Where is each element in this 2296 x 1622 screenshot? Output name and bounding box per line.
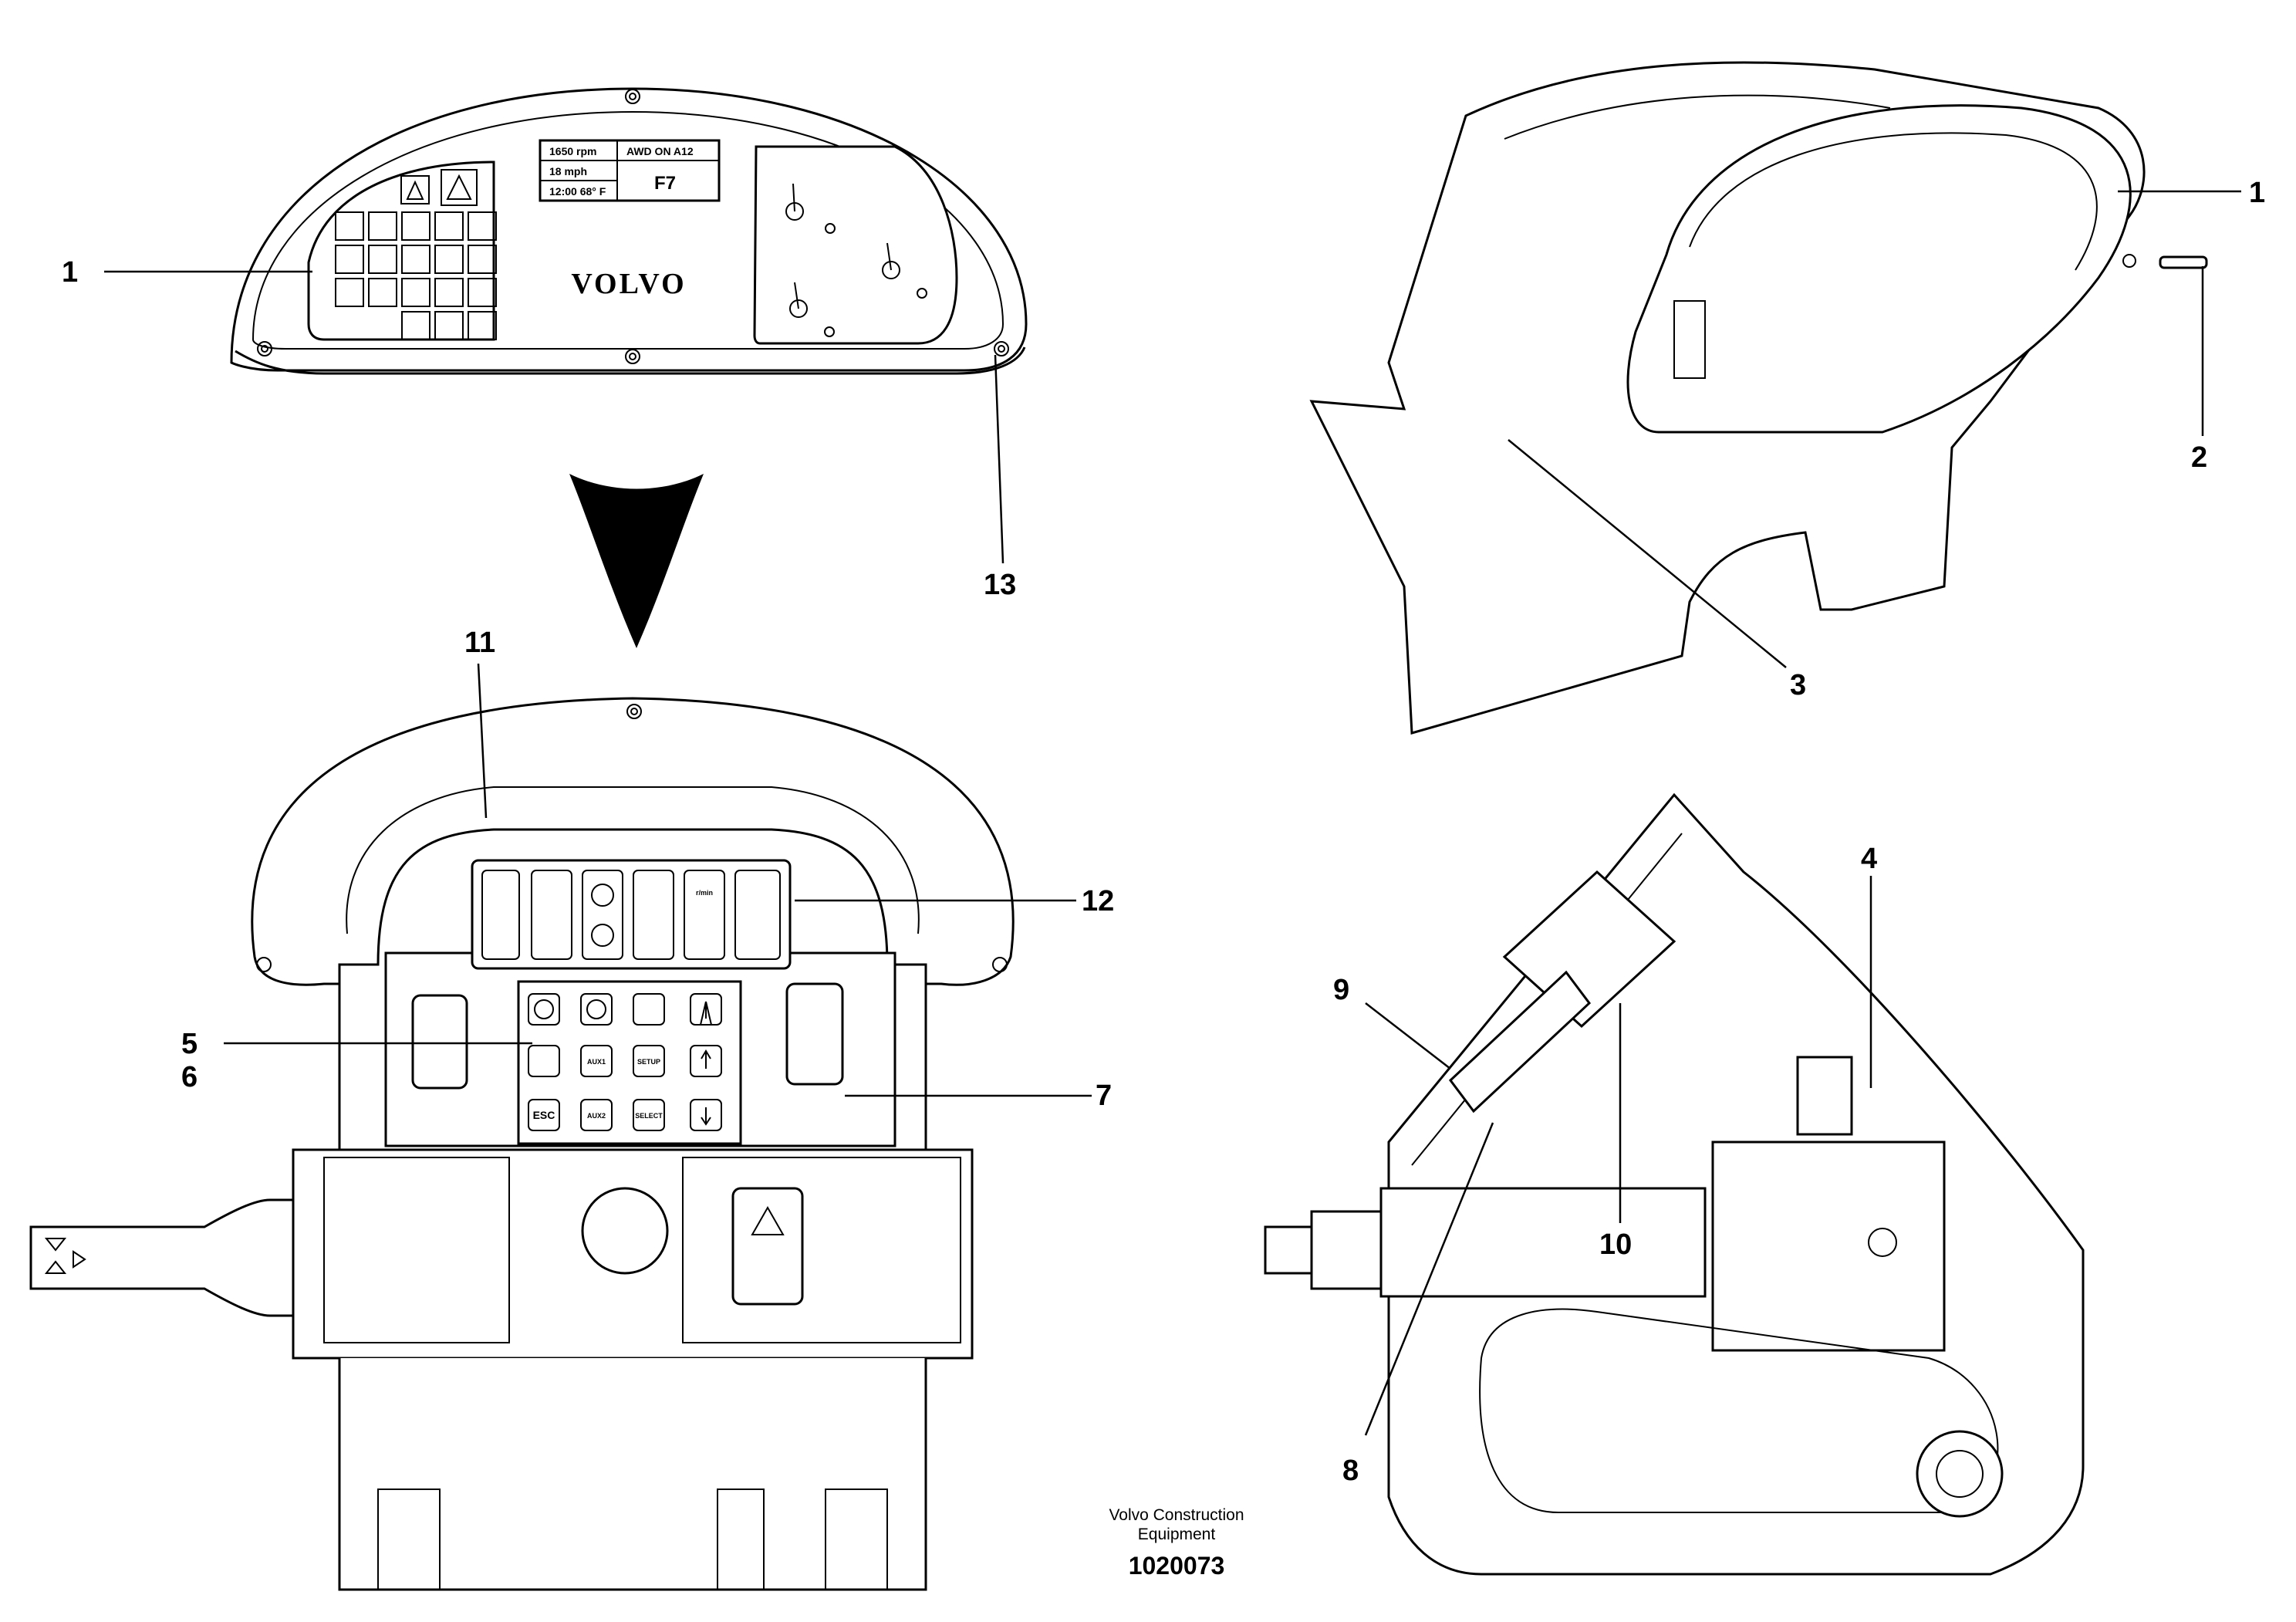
assembly-arrow-icon <box>569 474 704 648</box>
dashboard-side-view <box>1264 792 2085 1576</box>
display-mode: AWD ON A12 <box>626 145 694 157</box>
leader-lines <box>104 190 2241 1436</box>
volvo-logo: VOLVO <box>571 268 686 300</box>
callout-9: 9 <box>1333 974 1349 1006</box>
display-rpm: 1650 rpm <box>549 145 596 157</box>
display-speed: 18 mph <box>549 165 587 177</box>
key-aux1: AUX1 <box>587 1058 606 1066</box>
screw <box>2159 255 2208 269</box>
caption-line2: Equipment <box>1138 1526 1216 1543</box>
instrument-cluster-front: 1650 rpm AWD ON A12 18 mph 12:00 68° F F… <box>230 87 1028 375</box>
gauge-panel <box>753 145 958 345</box>
callout-10: 10 <box>1599 1228 1632 1261</box>
display-code: F7 <box>654 173 676 194</box>
cluster-housing-side <box>1309 61 2208 735</box>
callout-7: 7 <box>1096 1080 1112 1112</box>
dashboard-assembly-front: r/min AUX1 SETUP ESC AUX2 SELECT <box>29 697 1015 1591</box>
callout-3: 3 <box>1790 669 1806 701</box>
key-setup: SETUP <box>637 1058 660 1066</box>
callout-1b: 1 <box>2249 177 2265 209</box>
caption-line1: Volvo Construction <box>1109 1506 1244 1524</box>
display-time-temp: 12:00 68° F <box>549 185 606 198</box>
key-aux2: AUX2 <box>587 1112 606 1120</box>
callout-2: 2 <box>2191 441 2207 474</box>
keypad-keys <box>528 993 722 1131</box>
rpm-switch-label: r/min <box>696 889 713 897</box>
callout-5: 5 <box>181 1028 198 1060</box>
warning-lamp-grid <box>335 169 497 340</box>
key-esc: ESC <box>533 1109 555 1121</box>
callout-8: 8 <box>1342 1455 1359 1487</box>
callout-6: 6 <box>181 1061 198 1093</box>
document-number: 1020073 <box>1129 1552 1225 1580</box>
direction-lever <box>29 1198 295 1317</box>
rocker-switch-row <box>481 870 781 960</box>
hazard-switch <box>731 1187 804 1306</box>
callout-11: 11 <box>464 627 495 659</box>
callout-1: 1 <box>62 256 78 289</box>
callout-4: 4 <box>1861 843 1877 875</box>
key-select: SELECT <box>635 1112 663 1120</box>
lcd-display: 1650 rpm AWD ON A12 18 mph 12:00 68° F F… <box>539 139 721 202</box>
callout-13: 13 <box>984 569 1016 601</box>
side-lever <box>1264 1225 1313 1275</box>
callouts: 1 13 11 12 5 6 7 1 2 3 4 9 10 8 <box>62 177 2265 1487</box>
callout-12: 12 <box>1082 885 1114 917</box>
